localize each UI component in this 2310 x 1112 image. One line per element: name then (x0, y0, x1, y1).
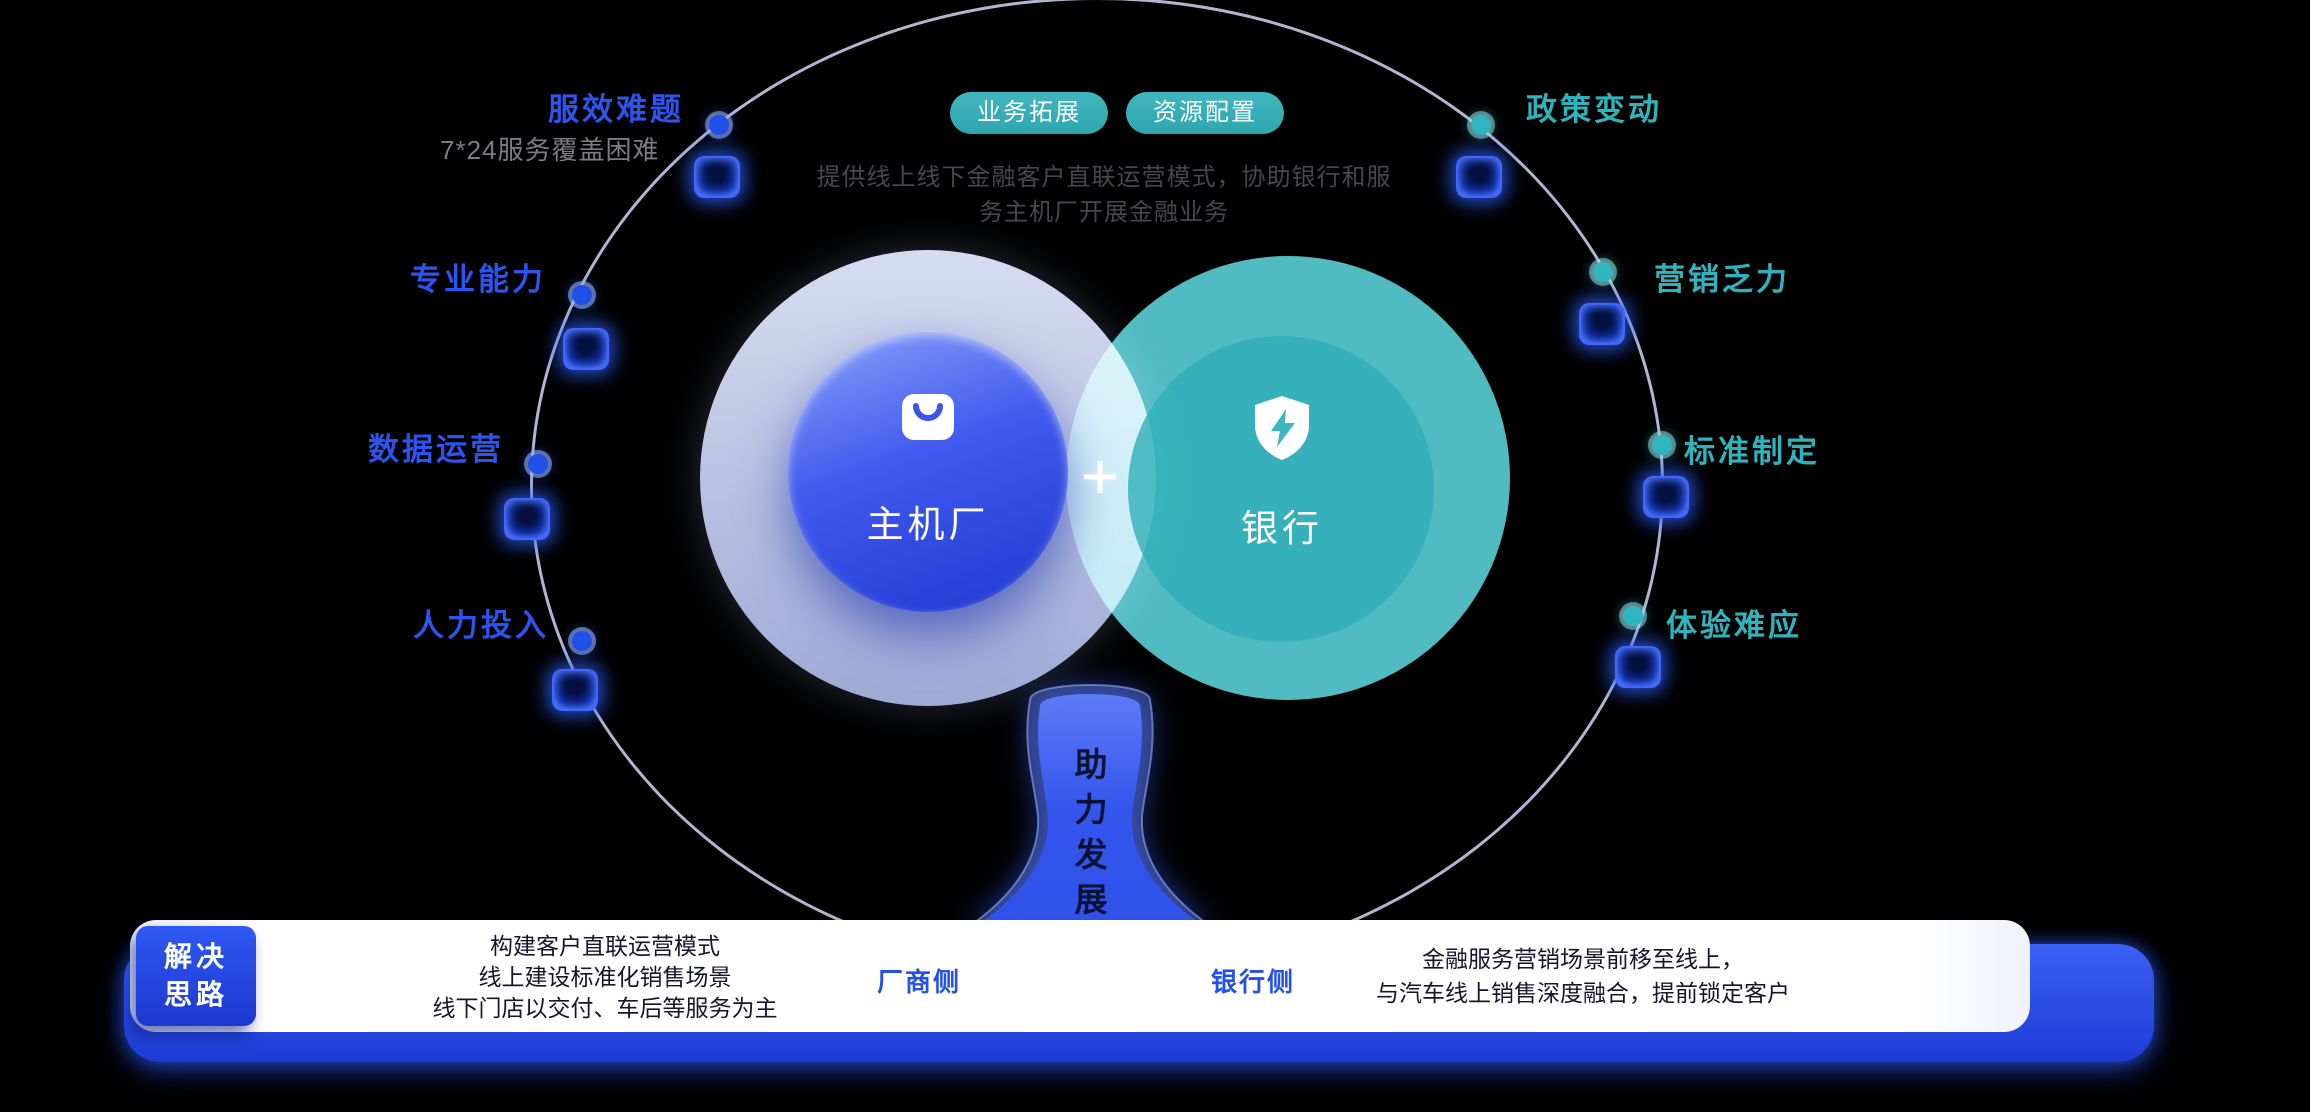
pain-point-label-manpower-input: 人力投入 (413, 608, 549, 643)
bank-solution-line: 与汽车线上销售深度融合，提前锁定客户 (1376, 980, 1790, 1006)
bank-solution-line: 金融服务营销场景前移至线上， (1422, 946, 1744, 972)
solution-badge-line2: 思路 (163, 979, 228, 1010)
orbit-node-dot (1471, 115, 1491, 135)
trunk-char: 发 (1074, 836, 1108, 873)
trunk-vertical-caption: 助 力 发 展 (1071, 742, 1111, 922)
top-description-line2: 务主机厂开展金融业务 (979, 199, 1229, 226)
orbit-node-dot (572, 285, 592, 305)
manufacturer-solution-line: 线下门店以交付、车后等服务为主 (432, 995, 778, 1021)
top-description-line1: 提供线上线下金融客户直联运营模式，协助银行和服 (816, 164, 1392, 191)
bank-inner-circle (1128, 336, 1434, 642)
trunk-char: 展 (1074, 881, 1108, 918)
pain-point-label-policy-change: 政策变动 (1526, 92, 1662, 127)
trunk-char: 助 (1074, 746, 1108, 783)
orbit-node-dot (1593, 262, 1613, 282)
glow-cube-icon (563, 328, 609, 370)
manufacturer-solution-text: 构建客户直联运营模式 线上建设标准化销售场景 线下门店以交付、车后等服务为主 (400, 931, 810, 1024)
orbit-node-dot (1623, 606, 1643, 626)
bank-circle-label: 银行 (1241, 508, 1323, 549)
orbit-node-dot (709, 115, 729, 135)
oem-circle-label: 主机厂 (866, 504, 990, 545)
pain-point-label-service-efficiency: 服效难题 (548, 92, 684, 127)
orbit-node-dot (572, 631, 592, 651)
pain-point-label-weak-marketing: 营销乏力 (1654, 262, 1790, 297)
trunk-char: 力 (1074, 791, 1108, 828)
shopping-bag-icon (902, 394, 954, 440)
manufacturer-side-tag: 厂商侧 (877, 967, 962, 997)
pain-point-subtitle: 7*24服务覆盖困难 (440, 135, 660, 165)
badge-business-expansion: 业务拓展 (950, 92, 1108, 134)
pain-point-label-data-operation: 数据运营 (368, 432, 504, 467)
manufacturer-solution-line: 线上建设标准化销售场景 (478, 964, 732, 990)
solution-bar (130, 920, 2030, 1032)
oem-circle: 主机厂 (788, 332, 1068, 612)
glow-cube-icon (1643, 476, 1689, 518)
top-description: 提供线上线下金融客户直联运营模式，协助银行和服 务主机厂开展金融业务 (798, 160, 1410, 230)
plus-sign: + (1080, 439, 1120, 513)
bank-side-tag: 银行侧 (1211, 967, 1296, 997)
solution-badge-line1: 解决 (163, 941, 228, 972)
pain-point-label-professional-ability: 专业能力 (410, 262, 546, 297)
glow-cube-icon (1615, 646, 1661, 688)
glow-cube-icon (552, 669, 598, 711)
orbit-node-dot (528, 454, 548, 474)
shield-lightning-icon (1255, 396, 1309, 460)
glow-cube-icon (504, 498, 550, 540)
pain-point-label-experience: 体验难应 (1666, 608, 1802, 643)
badge-resource-allocation: 资源配置 (1126, 92, 1284, 134)
bank-solution-text: 金融服务营销场景前移至线上， 与汽车线上销售深度融合，提前锁定客户 (1323, 942, 1843, 1010)
glow-cube-icon (1579, 303, 1625, 345)
glow-cube-icon (694, 156, 740, 198)
orbit-node-dot (1652, 435, 1672, 455)
manufacturer-solution-line: 构建客户直联运营模式 (490, 933, 720, 959)
glow-cube-icon (1456, 156, 1502, 198)
pain-point-label-standard-setting: 标准制定 (1684, 434, 1820, 469)
solution-badge: 解决 思路 (136, 926, 256, 1026)
